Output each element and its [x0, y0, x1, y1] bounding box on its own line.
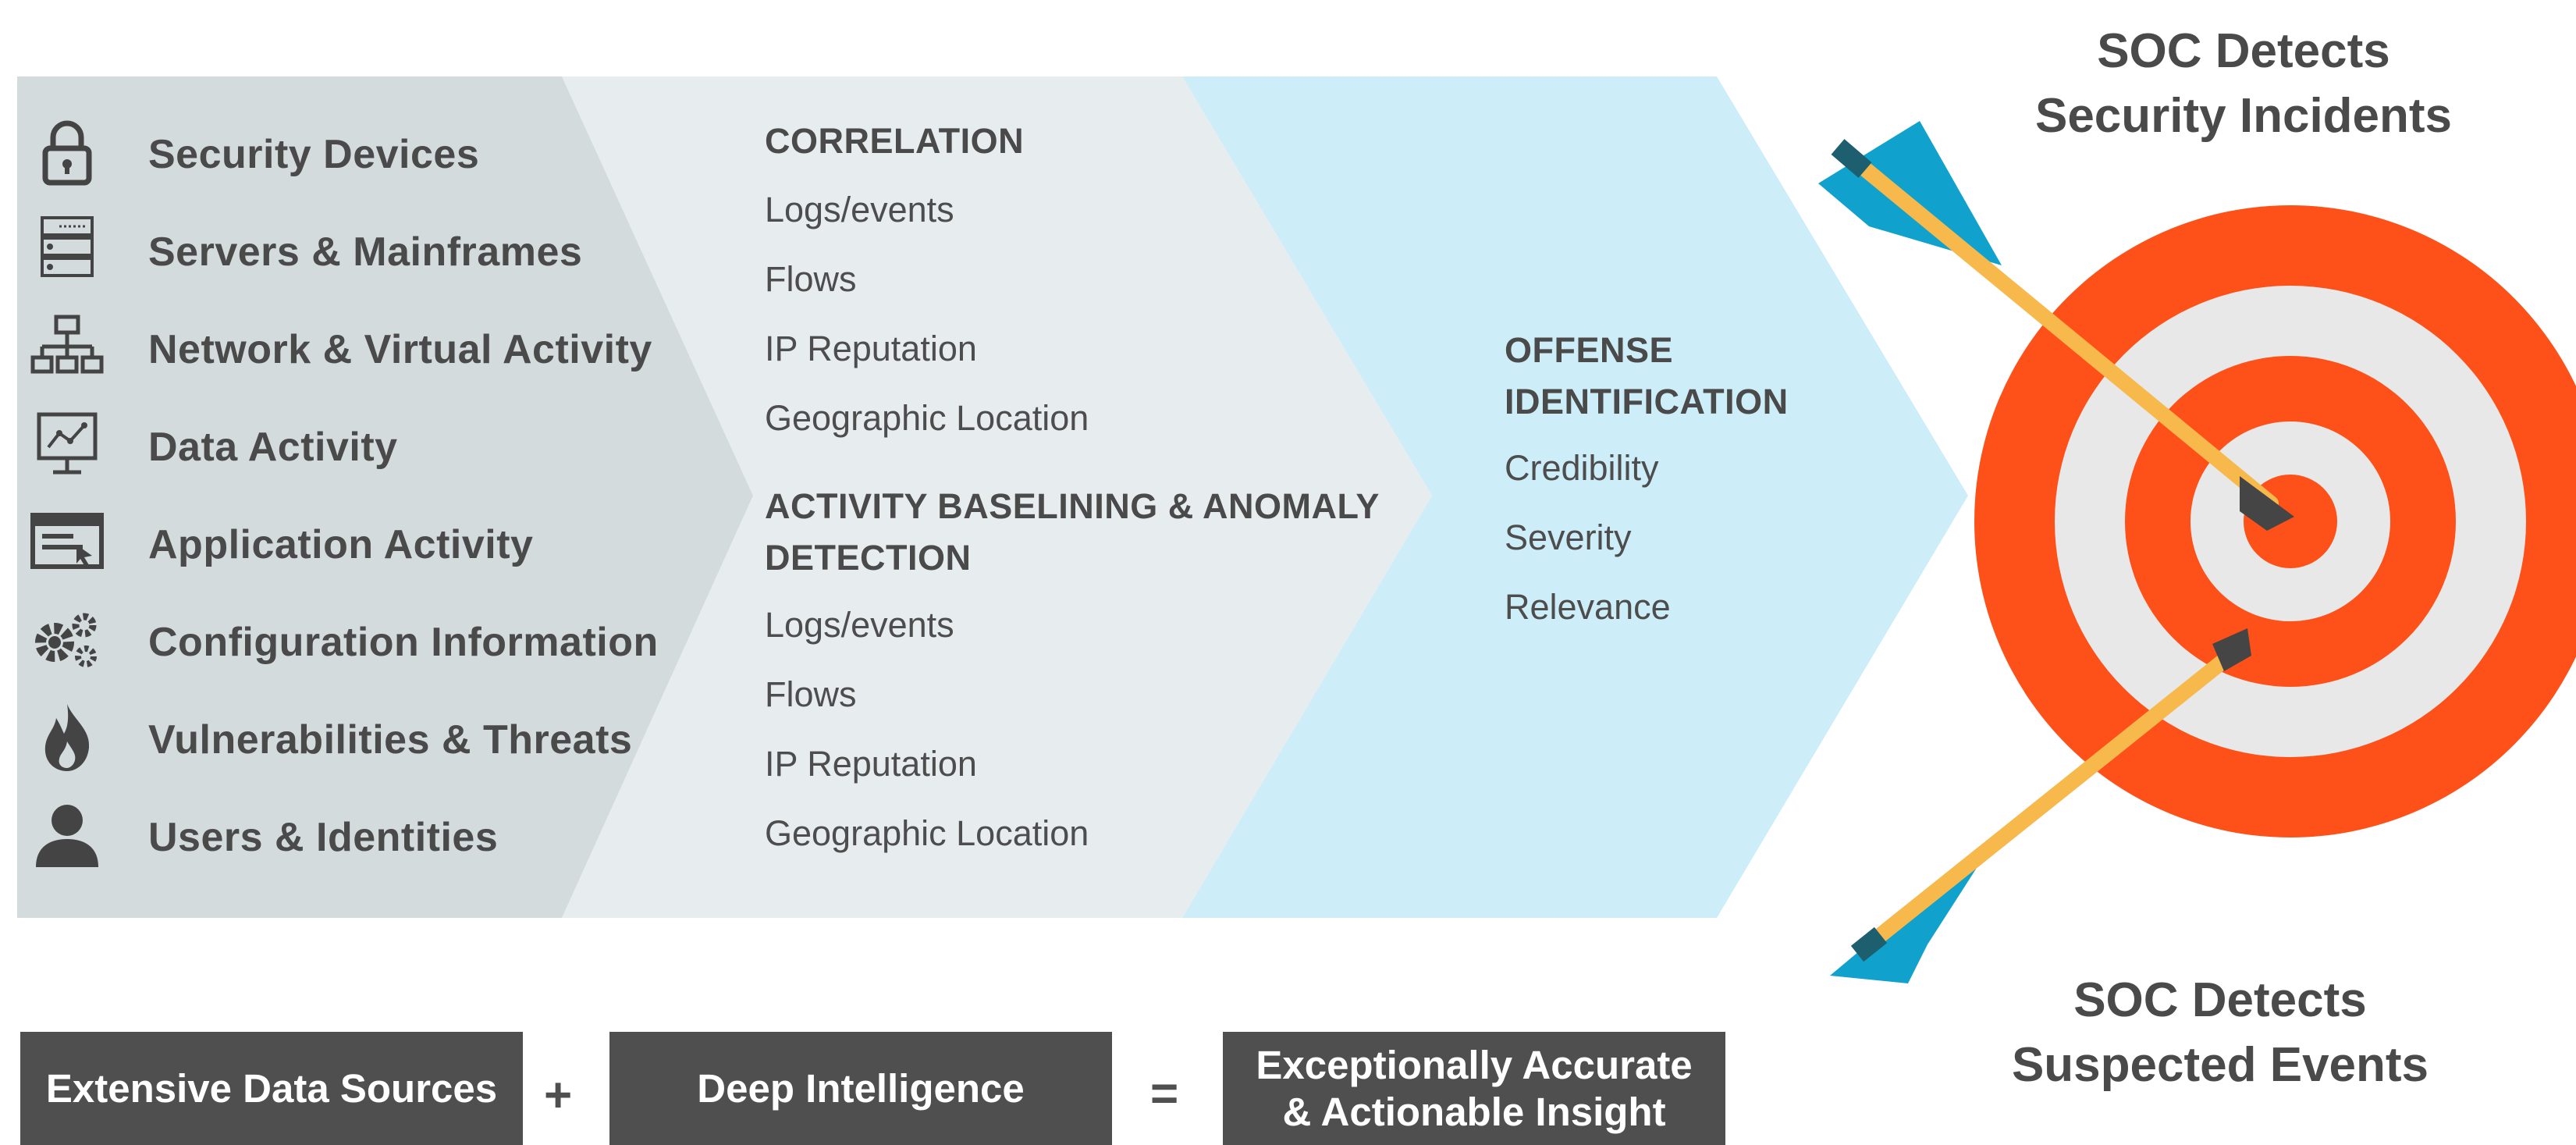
soc-suspected-title-line2: Suspected Events — [2011, 1038, 2429, 1092]
stage2-chevron — [562, 76, 1432, 918]
source-label: Application Activity — [148, 522, 534, 567]
box-label-line2: & Actionable Insight — [1282, 1089, 1666, 1134]
offense-item: Severity — [1505, 517, 1632, 557]
box-label: Extensive Data Sources — [45, 1065, 498, 1111]
soc-incidents-title-line2: Security Incidents — [2034, 89, 2453, 143]
gears-icon — [28, 605, 106, 675]
offense-item: Credibility — [1505, 448, 1659, 488]
correlation-item: Flows — [765, 259, 857, 299]
soc-incidents-title: SOC Detects Security Incidents — [1974, 19, 2513, 148]
source-label: Servers & Mainframes — [148, 229, 583, 275]
source-label: Configuration Information — [148, 620, 659, 665]
arrow-miss-icon — [1830, 628, 2251, 983]
source-label: Users & Identities — [148, 815, 499, 860]
correlation-item: IP Reputation — [765, 329, 977, 368]
plus-sign: + — [544, 1069, 573, 1122]
baselining-item: IP Reputation — [765, 744, 977, 784]
deep-intelligence-box: Deep Intelligence — [609, 1032, 1112, 1145]
box-label: Deep Intelligence — [697, 1065, 1025, 1111]
source-users-identities: Users & Identities — [0, 792, 702, 870]
source-label: Network & Virtual Activity — [148, 327, 652, 372]
soc-suspected-title: SOC Detects Suspected Events — [1951, 968, 2489, 1097]
correlation-item: Logs/events — [765, 190, 954, 229]
actionable-insight-box: Exceptionally Accurate & Actionable Insi… — [1223, 1032, 1725, 1145]
extensive-data-sources-box: Extensive Data Sources — [20, 1032, 523, 1145]
baselining-heading-line1: ACTIVITY BASELINING & ANOMALY — [765, 486, 1380, 526]
offense-heading-line1: OFFENSE — [1505, 330, 1674, 370]
correlation-item: Geographic Location — [765, 398, 1089, 438]
baselining-item: Flows — [765, 674, 857, 714]
chart-monitor-icon — [28, 410, 106, 480]
source-security-devices: Security Devices — [0, 109, 702, 187]
offense-heading: OFFENSE IDENTIFICATION — [1505, 325, 1789, 428]
baselining-item: Geographic Location — [765, 813, 1089, 853]
source-servers-mainframes: Servers & Mainframes — [0, 207, 702, 285]
lock-icon — [28, 117, 106, 187]
baselining-heading: ACTIVITY BASELINING & ANOMALY DETECTION — [765, 481, 1380, 584]
source-vulnerabilities-threats: Vulnerabilities & Threats — [0, 695, 702, 773]
baselining-heading-line2: DETECTION — [765, 538, 972, 578]
flame-icon — [28, 702, 106, 773]
soc-incidents-title-line1: SOC Detects — [2097, 24, 2390, 78]
source-label: Data Activity — [148, 425, 398, 470]
source-label: Vulnerabilities & Threats — [148, 717, 633, 763]
source-application-activity: Application Activity — [0, 500, 702, 578]
correlation-heading: CORRELATION — [765, 121, 1025, 161]
offense-heading-line2: IDENTIFICATION — [1505, 382, 1789, 421]
source-network-virtual: Network & Virtual Activity — [0, 304, 702, 382]
application-window-icon — [28, 507, 106, 578]
stage1-chevron — [17, 76, 753, 918]
equals-sign: = — [1150, 1067, 1179, 1121]
source-label: Security Devices — [148, 132, 480, 177]
source-configuration-info: Configuration Information — [0, 597, 702, 675]
soc-suspected-title-line1: SOC Detects — [2073, 973, 2367, 1027]
baselining-item: Logs/events — [765, 605, 954, 645]
box-label-line1: Exceptionally Accurate — [1256, 1042, 1693, 1087]
offense-item: Relevance — [1505, 587, 1671, 627]
stage3-chevron — [1182, 76, 1968, 918]
user-icon — [28, 800, 106, 870]
source-data-activity: Data Activity — [0, 402, 702, 480]
arrow-hit-icon — [1818, 121, 2294, 531]
network-icon — [28, 312, 106, 382]
server-icon — [28, 215, 106, 285]
